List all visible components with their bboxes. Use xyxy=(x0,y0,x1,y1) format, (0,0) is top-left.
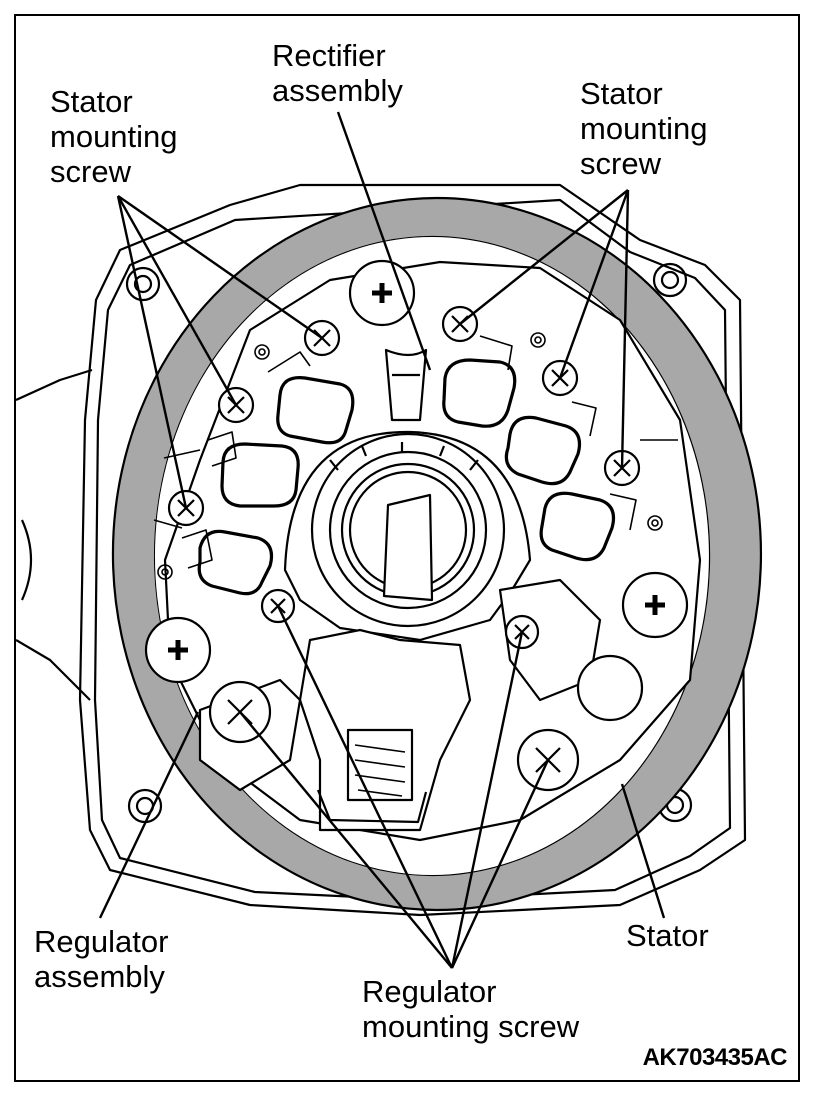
regulator-mounting-screws xyxy=(208,588,580,792)
leader-lines xyxy=(98,111,666,969)
leader-regulator-screw-4 xyxy=(450,759,550,969)
large-plus-screws xyxy=(144,259,689,722)
label-rectifier-assembly: Rectifier assembly xyxy=(272,38,403,108)
leader-stator-right-2 xyxy=(558,189,630,379)
leader-stator-left-3 xyxy=(116,195,188,509)
leader-regulator-assembly xyxy=(98,711,200,919)
central-bearing-housing xyxy=(283,348,532,642)
leader-rectifier xyxy=(336,111,432,371)
regulator-body xyxy=(198,578,602,832)
figure-code: AK703435AC xyxy=(642,1044,788,1071)
label-regulator-assembly: Regulator assembly xyxy=(34,924,169,994)
terminal-details xyxy=(153,332,678,580)
label-stator-mounting-screw-left: Stator mounting screw xyxy=(50,84,178,189)
leader-stator-left-1 xyxy=(117,195,323,339)
label-stator: Stator xyxy=(626,918,709,953)
leader-stator xyxy=(620,783,666,919)
leader-regulator-screw-2 xyxy=(239,711,453,969)
label-stator-mounting-screw-right: Stator mounting screw xyxy=(580,76,708,181)
label-regulator-mounting-screw: Regulator mounting screw xyxy=(362,974,580,1044)
leader-stator-right-3 xyxy=(620,189,630,469)
leader-stator-right-1 xyxy=(459,189,629,325)
leader-regulator-screw-3 xyxy=(450,631,524,969)
diode-packs xyxy=(197,358,616,596)
leader-stator-left-2 xyxy=(116,195,238,406)
leader-regulator-screw-1 xyxy=(276,605,454,969)
